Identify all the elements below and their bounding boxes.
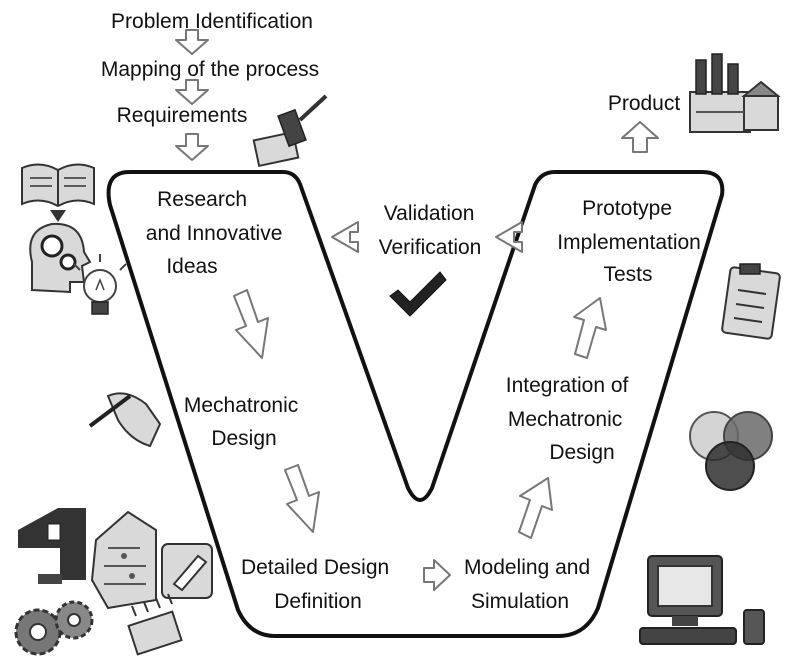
stage-modeling-simulation: Modeling and Simulation (464, 556, 596, 613)
arrow-modeling-to-integration (518, 477, 553, 539)
down-arrow-2 (175, 79, 209, 105)
venn-circles-icon (689, 411, 773, 491)
stage-research-innovative-ideas: Research and Innovative Ideas (146, 188, 288, 278)
v-shape-outline (106, 170, 725, 638)
arrow-prototype-to-product (621, 121, 659, 153)
stage-mechatronic-design: Mechatronic Design (184, 394, 304, 450)
step-problem-identification: Problem Identification (111, 10, 313, 33)
stage-detailed-design-definition: Detailed Design Definition (241, 556, 395, 613)
factory-icon (689, 53, 781, 133)
arrow-design-to-detailed (284, 464, 320, 533)
book-icon (21, 163, 95, 222)
stage-integration-mechatronic-design: Integration of Mechatronic Design (506, 374, 634, 464)
gears-icon (14, 600, 94, 656)
arrow-integration-to-prototype (573, 297, 607, 359)
computer-icon (639, 555, 765, 645)
arrow-validation-to-research (331, 221, 359, 253)
down-arrow-3 (175, 133, 209, 161)
step-mapping-process: Mapping of the process (101, 58, 319, 81)
circuit-board-icon (90, 510, 157, 610)
down-arrow-1 (175, 29, 209, 55)
checkmark-icon (389, 271, 447, 317)
hand-pen-icon (88, 392, 162, 448)
arrow-research-to-design (233, 289, 269, 359)
machine-icon (18, 508, 86, 584)
arrow-prototype-to-validation (495, 221, 523, 253)
lightbulb-icon (73, 254, 127, 315)
stage-prototype-implementation-tests: Prototype Implementation Tests (557, 197, 706, 286)
arrow-detailed-to-modeling (423, 559, 451, 591)
output-product: Product (608, 92, 681, 115)
stage-validation-verification: Validation Verification (379, 202, 482, 259)
head-gears-icon (29, 222, 92, 294)
step-requirements: Requirements (117, 104, 248, 127)
clipboard-icon (721, 263, 781, 340)
chip-icon (127, 593, 183, 656)
pencil-paper-icon (252, 94, 328, 168)
hand-tool-icon (161, 543, 213, 599)
